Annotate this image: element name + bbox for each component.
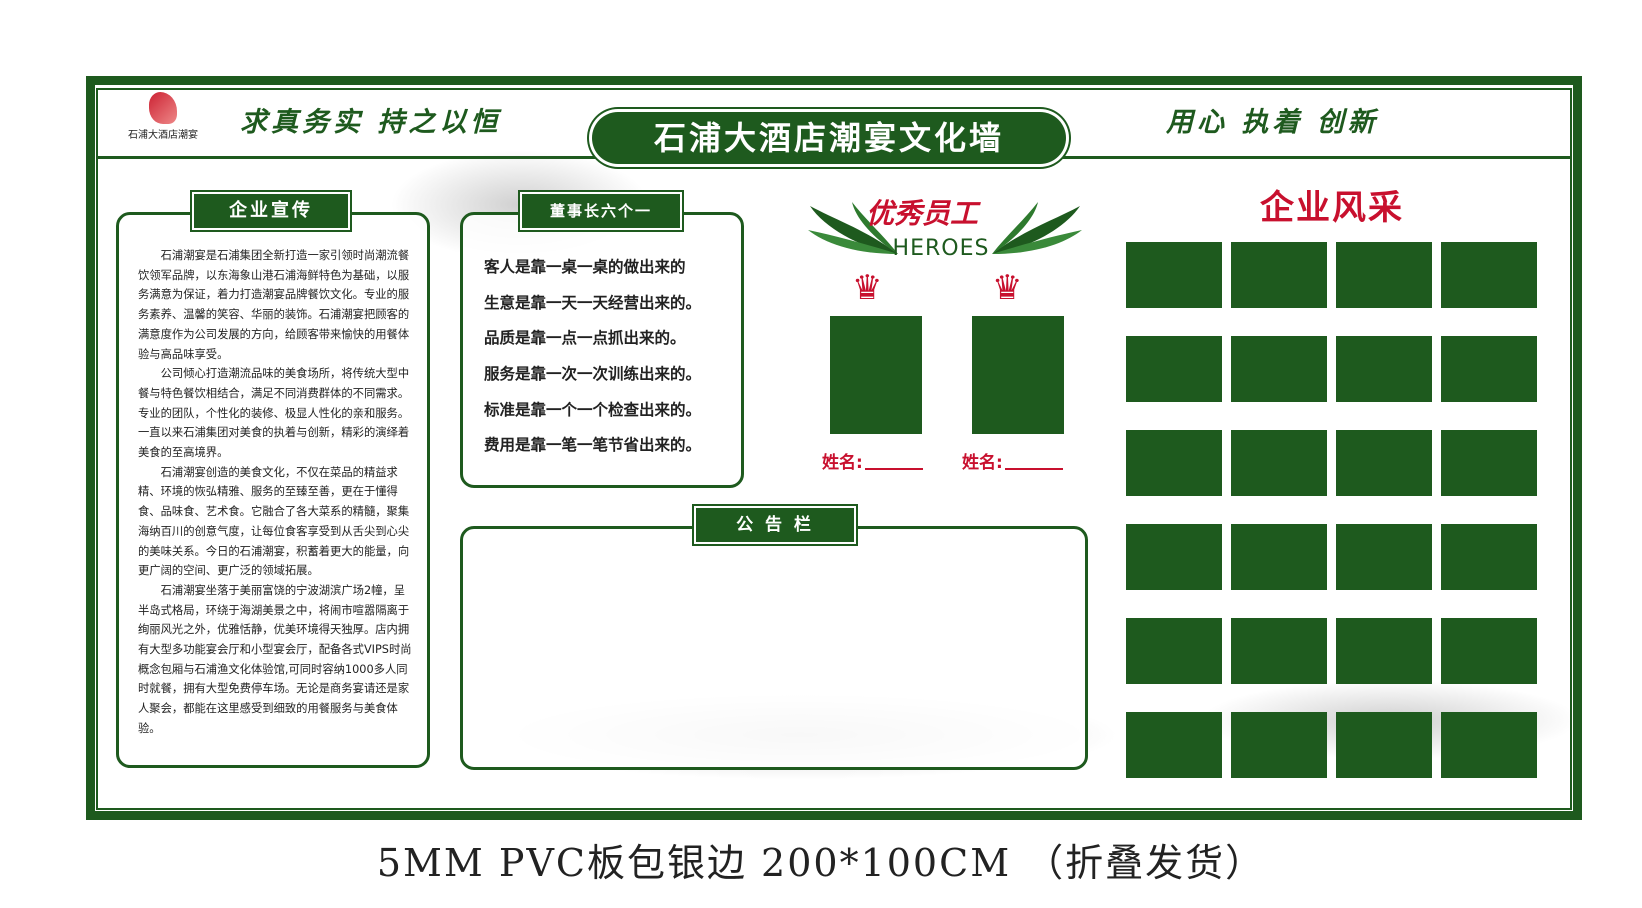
logo-text: 石浦大酒店潮宴 [128, 130, 198, 141]
crown-icon: ♛ [852, 268, 883, 308]
intro-text: 石浦潮宴是石浦集团全新打造一家引领时尚潮流餐饮领军品牌，以东海象山港石浦海鲜特色… [138, 246, 412, 739]
company-logo: 石浦大酒店潮宴 [118, 92, 208, 141]
gallery-photo-slot [1441, 242, 1537, 308]
logo-icon [149, 92, 177, 124]
slogan-left: 求真务实 持之以恒 [240, 107, 502, 138]
page-title: 石浦大酒店潮宴文化墙 [592, 112, 1066, 164]
motto-line: 费用是靠一笔一笔节省出来的。 [484, 436, 702, 455]
gallery-photo-slot [1336, 618, 1432, 684]
motto-tab: 董事长六个一 [522, 194, 680, 228]
name-label: 姓名: [822, 453, 863, 473]
motto-line: 生意是靠一天一天经营出来的。 [484, 293, 702, 312]
gallery-photo-slot [1126, 242, 1222, 308]
gallery-photo-slot [1231, 712, 1327, 778]
wheat-leaf-icon [992, 202, 1082, 254]
notice-panel [460, 526, 1088, 770]
gallery-photo-slot [1441, 430, 1537, 496]
motto-line: 服务是靠一次一次训练出来的。 [484, 365, 702, 384]
name-label: 姓名: [962, 453, 1003, 473]
employee-photo-slot [972, 316, 1064, 434]
gallery-photo-slot [1441, 618, 1537, 684]
gallery-grid [1126, 242, 1538, 780]
gallery-photo-slot [1231, 618, 1327, 684]
intro-tab: 企业宣传 [194, 194, 348, 228]
name-underline [1004, 468, 1063, 470]
gallery-photo-slot [1231, 524, 1327, 590]
gallery-photo-slot [1336, 430, 1432, 496]
heroes-subtitle: HEROES [892, 236, 990, 261]
wheat-leaf-icon [808, 202, 898, 254]
gallery-photo-slot [1126, 430, 1222, 496]
gallery-photo-slot [1231, 430, 1327, 496]
intro-paragraph: 公司倾心打造潮流品味的美食场所，将传统大型中餐与特色餐饮相结合，满足不同消费群体… [138, 367, 410, 460]
intro-paragraph: 石浦潮宴坐落于美丽富饶的宁波湖滨广场2幢，呈半岛式格局，环绕于海湖美景之中，将闹… [138, 583, 412, 735]
gallery-photo-slot [1231, 336, 1327, 402]
motto-line: 品质是靠一点一点抓出来的。 [484, 329, 686, 348]
motto-line: 标准是靠一个一个检查出来的。 [484, 400, 702, 419]
gallery-photo-slot [1126, 618, 1222, 684]
inner-frame [96, 88, 1572, 810]
motto-list: 客人是靠一桌一桌的做出来的 生意是靠一天一天经营出来的。 品质是靠一点一点抓出来… [484, 250, 701, 464]
heroes-title: 优秀员工 [865, 197, 978, 230]
gallery-photo-slot [1126, 336, 1222, 402]
crown-icon: ♛ [992, 268, 1023, 308]
gallery-photo-slot [1441, 712, 1537, 778]
intro-paragraph: 石浦潮宴创造的美食文化，不仅在菜品的精益求精、环境的恢弘精雅、服务的至臻至善，更… [138, 465, 410, 578]
gallery-photo-slot [1336, 242, 1432, 308]
gallery-photo-slot [1441, 336, 1537, 402]
intro-paragraph: 石浦潮宴是石浦集团全新打造一家引领时尚潮流餐饮领军品牌，以东海象山港石浦海鲜特色… [138, 249, 410, 361]
gallery-photo-slot [1336, 524, 1432, 590]
gallery-title: 企业风采 [1260, 188, 1404, 228]
motto-panel [460, 212, 744, 488]
motto-line: 客人是靠一桌一桌的做出来的 [484, 258, 686, 276]
gallery-photo-slot [1126, 524, 1222, 590]
slogan-right: 用心 执着 创新 [1166, 107, 1379, 138]
gallery-photo-slot [1441, 524, 1537, 590]
gallery-photo-slot [1126, 712, 1222, 778]
product-caption: 5MM PVC板包银边 200*100CM （折叠发货） [376, 841, 1266, 885]
employee-photo-slot [830, 316, 922, 434]
gallery-photo-slot [1336, 336, 1432, 402]
employee-name-field: 姓名: [822, 448, 923, 473]
gallery-photo-slot [1336, 712, 1432, 778]
gallery-photo-slot [1231, 242, 1327, 308]
notice-tab: 公 告 栏 [696, 508, 854, 542]
name-underline [864, 468, 923, 470]
employee-name-field: 姓名: [962, 448, 1063, 473]
